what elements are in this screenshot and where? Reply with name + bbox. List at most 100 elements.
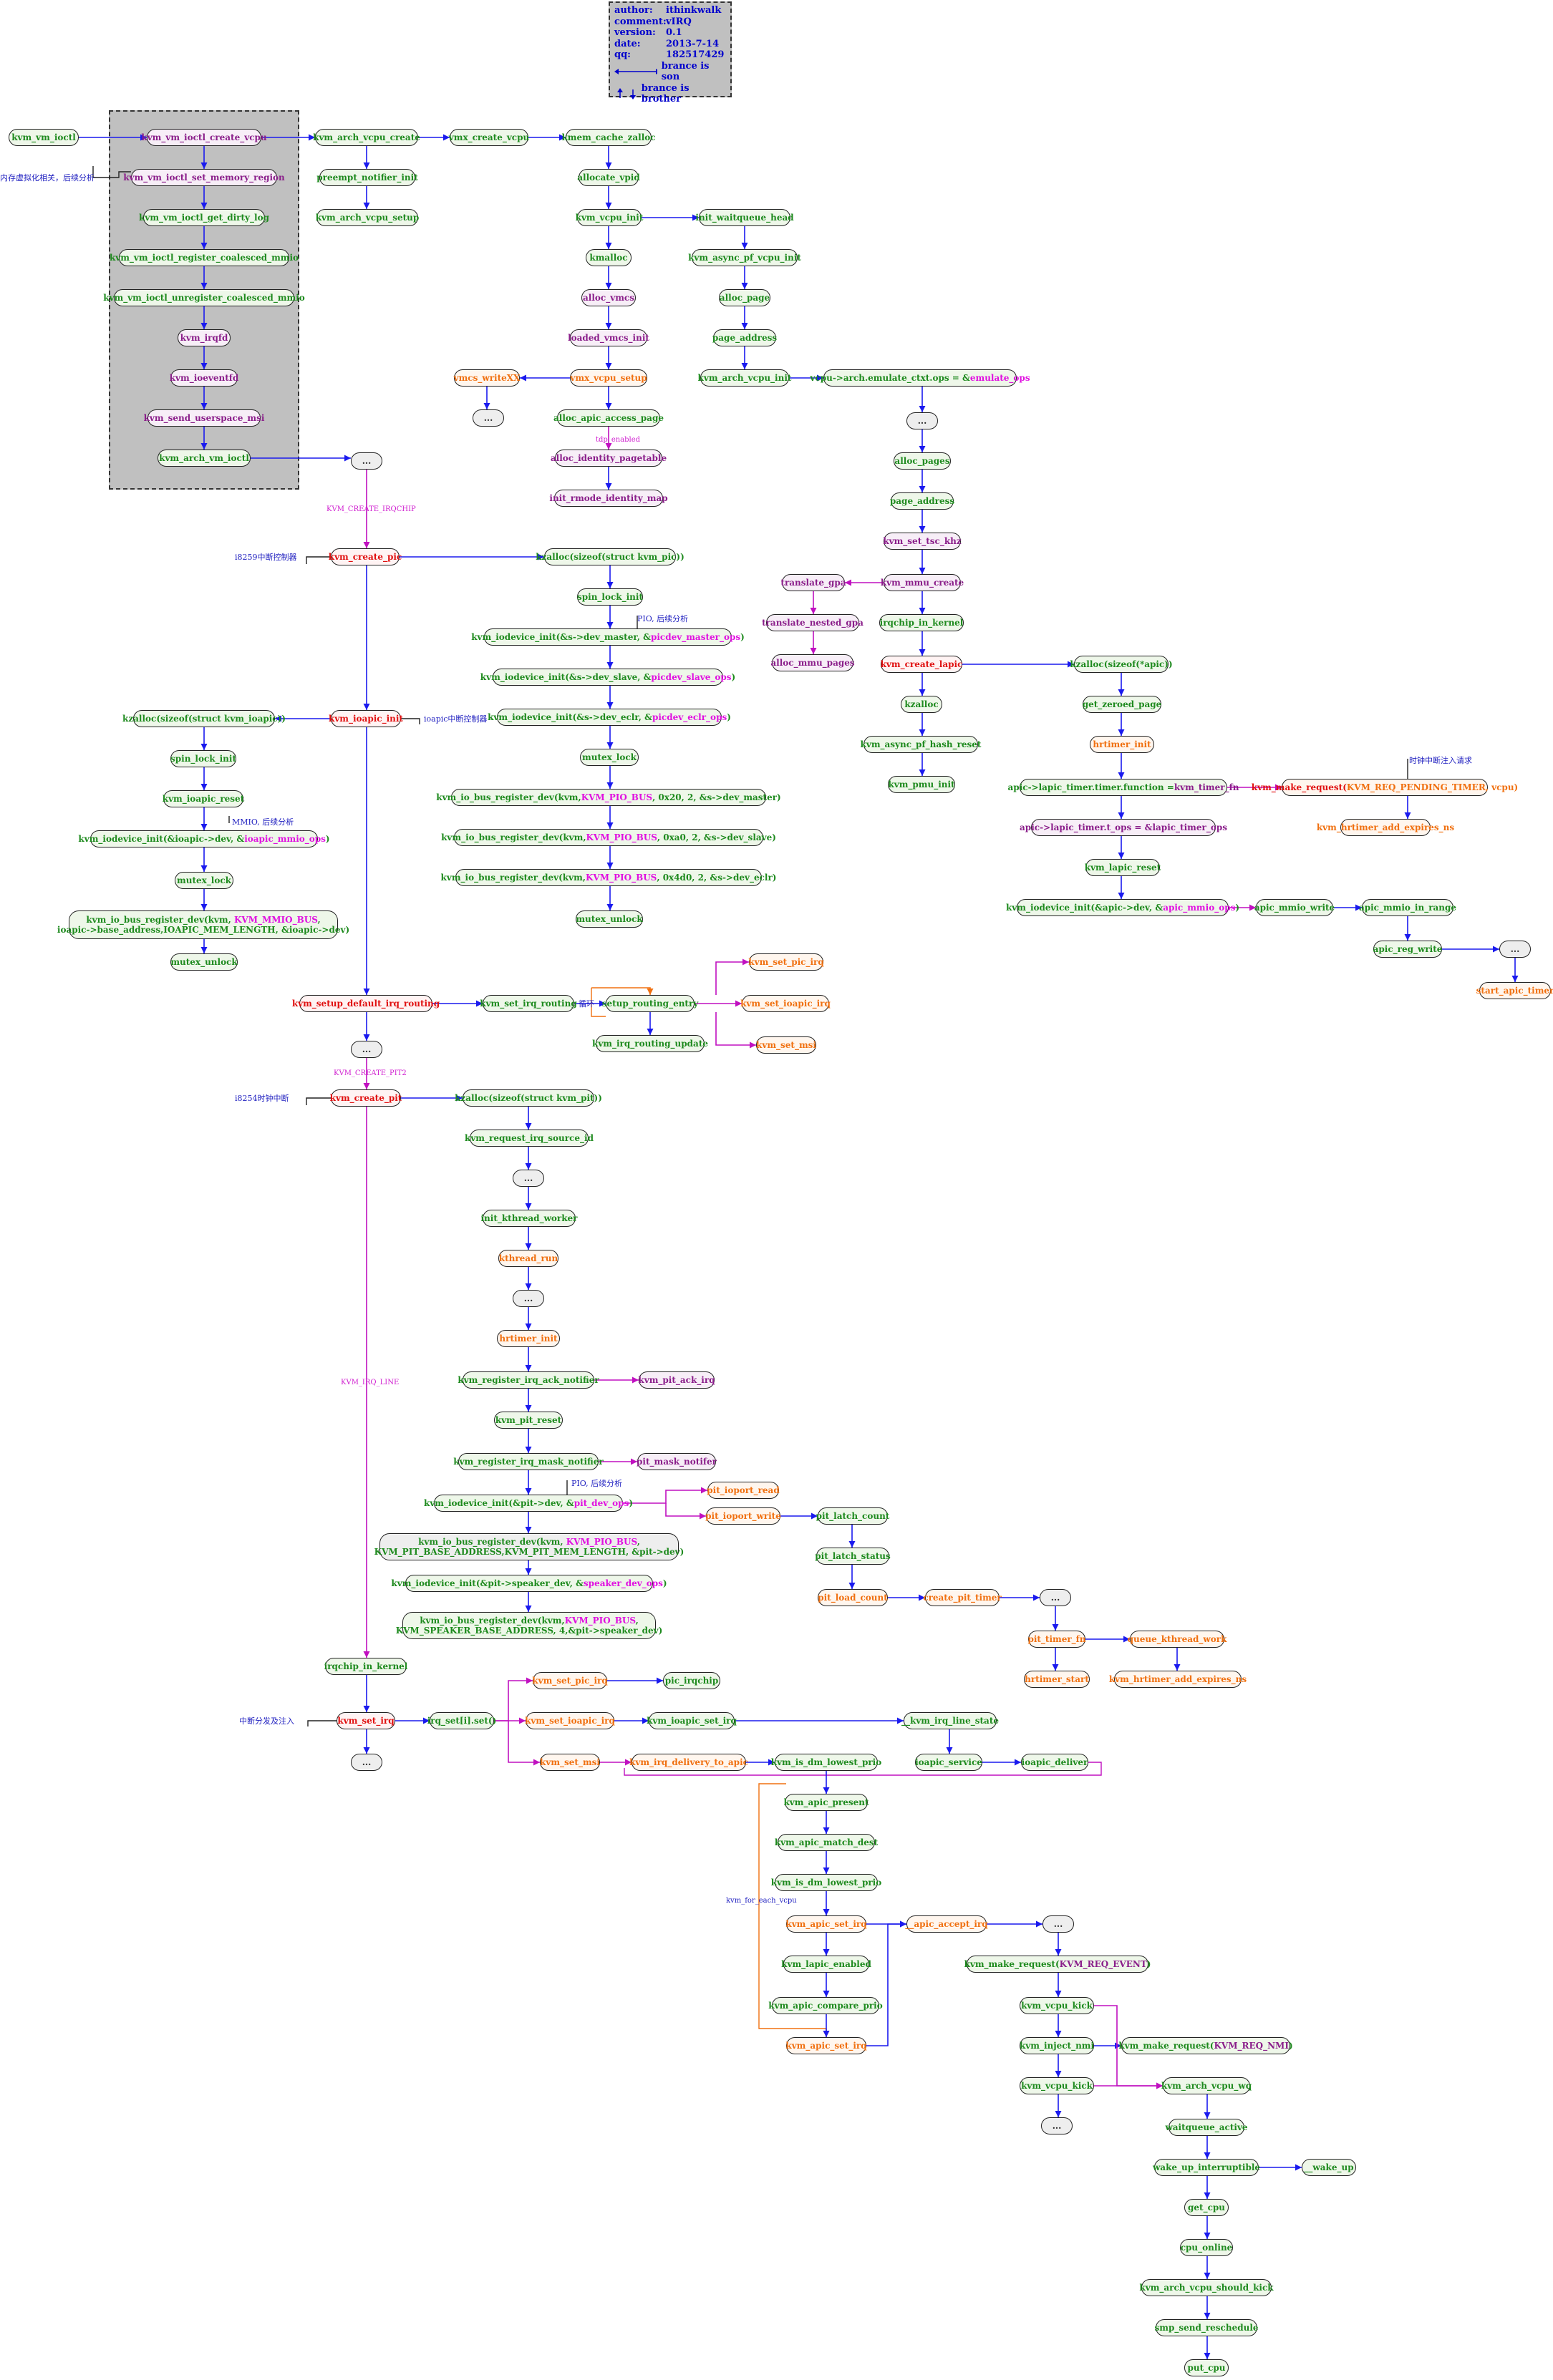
- node-label: get_zeroed_page: [1082, 699, 1162, 709]
- edge-label-tdp: tdp_enabled: [596, 436, 641, 444]
- node-label: kvm_vm_ioctl_set_memory_region: [123, 173, 285, 183]
- node-label: kvm_apic_match_dest: [774, 1837, 879, 1847]
- node-label: alloc_pages: [894, 456, 950, 466]
- edge-arrowhead: [1204, 2313, 1211, 2319]
- node-label: ...: [1050, 1593, 1060, 1603]
- node-label: kvm_iodevice_init(&s->dev_slave, &: [480, 672, 652, 682]
- edge-arrowhead: [309, 134, 315, 141]
- node-label-suffix: ): [325, 834, 330, 844]
- note-mmio: MMIO, 后续分析: [232, 817, 294, 827]
- edge-arrowhead: [1249, 904, 1256, 911]
- node-label: loaded_vmcs_init: [568, 333, 649, 343]
- node-label-ops: picdev_master_ops: [650, 632, 741, 642]
- node-iodev-ioapic: kvm_iodevice_init(&ioapic->dev, &ioapic_…: [78, 830, 330, 847]
- node-label: kvm_apic_compare_prio: [768, 2001, 883, 2011]
- node-label-req: KVM_REQ_PENDING_TIMER, vcpu): [1346, 782, 1519, 792]
- info-row-comment: comment:vIRQ: [614, 16, 726, 28]
- node-label: kvm_hrtimer_add_expires_ns: [1108, 1674, 1247, 1684]
- node-pit-latch-status: pit_latch_status: [815, 1548, 891, 1565]
- edge-arrowhead: [605, 403, 612, 409]
- node-label: pic_irqchip: [664, 1676, 719, 1686]
- edge-arrowhead: [1511, 976, 1519, 982]
- edge-arrowhead: [1404, 812, 1411, 819]
- node-register-coalesced: kvm_vm_ioctl_register_coalesced_mmio: [110, 249, 299, 266]
- edge-arrowhead: [631, 1458, 637, 1465]
- node-label: kvm_apic_set_irq: [785, 1919, 867, 1929]
- node-label: kvm_is_dm_lowest_prio: [770, 1757, 882, 1767]
- node-kvm-set-irq-routing: kvm_set_irq_routing: [480, 995, 577, 1012]
- note-bracket: [306, 556, 331, 564]
- node-mutex-lock-a: mutex_lock: [580, 749, 639, 766]
- bus-reg-ioapic-line1: kvm_io_bus_register_dev(kvm, KVM_MMIO_BU…: [86, 915, 320, 925]
- edge-arrowhead: [526, 1677, 533, 1684]
- edge-arrowhead: [1055, 2031, 1062, 2037]
- edge-arrowhead: [845, 579, 851, 586]
- node-label: ...: [362, 456, 372, 466]
- node-set-tsc-khz: kvm_set_tsc_khz: [883, 533, 962, 550]
- node-label-bus: KVM_PIO_BUS: [564, 1616, 636, 1626]
- edge-arrowhead: [692, 214, 699, 221]
- node-vmcs-writexx: vmcs_writeXX: [454, 369, 520, 387]
- node-label: get_cpu: [1188, 2202, 1225, 2213]
- note-bracket: [306, 1097, 331, 1105]
- edge-arrowhead: [741, 243, 748, 249]
- node-label: spin_lock_init: [577, 592, 643, 602]
- node-mutex-unlock-a: mutex_unlock: [576, 910, 643, 928]
- edge-arrowhead: [897, 1717, 904, 1724]
- node-label-suffix: ,: [635, 1616, 639, 1626]
- node-label: kvm_set_tsc_khz: [883, 536, 962, 546]
- legend-son-label: brance is son: [661, 60, 710, 83]
- node-label: kvm_ioapic_init: [329, 714, 403, 724]
- node-label: kvm_async_pf_hash_reset: [860, 739, 982, 749]
- edge-arrowhead: [1033, 1594, 1040, 1601]
- node-smp-send-reschedule: smp_send_reschedule: [1154, 2319, 1259, 2336]
- loop-edge: [591, 988, 606, 1017]
- edge-arrowhead: [1052, 1624, 1059, 1631]
- edge-arrowhead: [599, 1000, 606, 1007]
- node-label: kvm_vcpu_kick: [1021, 2001, 1093, 2011]
- edge-arrowhead: [363, 1747, 370, 1754]
- edge-arrowhead: [605, 243, 612, 249]
- node-ioapic-set-irq: kvm_ioapic_set_irq: [647, 1712, 737, 1729]
- node-lapic-timer-function: apic->lapic_timer.timer.function = kvm_t…: [1008, 779, 1239, 796]
- node-label: kzalloc(sizeof(struct kvm_pit)): [455, 1093, 602, 1103]
- node-iodev-speaker: kvm_iodevice_init(&pit->speaker_dev, &sp…: [391, 1575, 667, 1592]
- edge-arrowhead: [525, 1447, 532, 1453]
- node-label: kvm_set_ioapic_irq: [525, 1716, 615, 1726]
- edge-conditional: [508, 1721, 540, 1763]
- node-label-bus: KVM_PIO_BUS: [585, 873, 657, 883]
- edge-arrowhead: [363, 989, 370, 995]
- node-bus-reg-speaker: kvm_io_bus_register_dev(kvm,KVM_PIO_BUS,…: [396, 1612, 662, 1639]
- edge-arrowhead: [900, 1920, 906, 1928]
- node-label: ...: [917, 416, 927, 426]
- node-label: kvm_vm_ioctl_create_vcpu: [141, 132, 267, 142]
- edge-label-irq-line: KVM_IRQ_LINE: [341, 1379, 400, 1386]
- edge-arrowhead: [768, 1759, 775, 1766]
- edge-arrowhead: [423, 1717, 430, 1724]
- node-bus-reg-eclr: kvm_io_bus_register_dev(kvm, KVM_PIO_BUS…: [441, 869, 776, 886]
- node-pit-latch-count: pit_latch_count: [816, 1507, 889, 1525]
- node-label: __kvm_irq_line_state: [901, 1716, 999, 1726]
- edge-arrowhead: [200, 904, 208, 910]
- node-label-ops: ioapic_mmio_ops: [244, 834, 326, 844]
- edge-conditional: [665, 1503, 706, 1517]
- node-make-request-nmi: kvm_make_request(KVM_REQ_NMI): [1118, 2037, 1293, 2054]
- edge-arrowhead: [525, 1203, 532, 1210]
- edge-arrowhead: [919, 526, 926, 533]
- node-label: kthread_run: [498, 1253, 558, 1263]
- info-row-date: date:2013-7-14: [614, 39, 726, 50]
- node-label: kvm_inject_nmi: [1019, 2041, 1095, 2051]
- node-wake-up: __wake_up: [1302, 2159, 1356, 2176]
- node-label-ops: lapic_timer_ops: [1152, 822, 1227, 832]
- edge-arrowhead: [1118, 853, 1125, 859]
- node-create-vcpu: kvm_vm_ioctl_create_vcpu: [141, 129, 267, 146]
- node-label: wake_up_interruptible: [1152, 2162, 1261, 2172]
- node-pit-mask-notifer: pit_mask_notifer: [637, 1453, 717, 1470]
- edge-conditional: [623, 1490, 707, 1504]
- node-label-suffix: , 0x4d0, 2, &s->dev_eclr): [657, 873, 777, 883]
- son-arrow-icon: [614, 69, 657, 74]
- edge-arrowhead: [1118, 729, 1125, 736]
- node-label-ops: picdev_slave_ops: [651, 672, 732, 682]
- note-i8254: i8254时钟中断: [235, 1094, 289, 1103]
